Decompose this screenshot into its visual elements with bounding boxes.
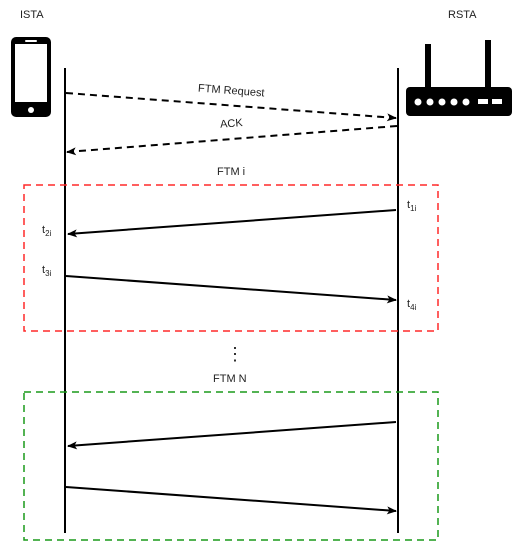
ftm-i-group-box [23, 184, 439, 332]
timestamp-t4i: t4i [407, 298, 417, 312]
ftm-i-frame-arrow [67, 209, 397, 238]
ack-arrow [66, 125, 398, 156]
ellipsis-indicator: ⋮ [226, 344, 244, 364]
ack-label: ACK [220, 117, 244, 131]
ftm-i-ack-arrow [65, 275, 397, 304]
timestamp-t1i: t1i [407, 199, 417, 213]
initiator-label: ISTA [20, 9, 44, 21]
timestamp-t3i: t3i [42, 264, 52, 278]
smartphone-icon [11, 37, 51, 117]
router-icon [406, 40, 512, 116]
timestamp-t2i: t2i [42, 224, 52, 238]
ftm-request-label: FTM Request [198, 83, 265, 100]
ftm-n-ack-arrow [65, 486, 397, 515]
ftm-i-label: FTM i [217, 166, 245, 178]
ftm-n-frame-arrow [67, 421, 397, 450]
responder-label: RSTA [448, 9, 477, 21]
ftm-n-group-box [23, 391, 439, 541]
ftm-n-label: FTM N [213, 373, 247, 385]
